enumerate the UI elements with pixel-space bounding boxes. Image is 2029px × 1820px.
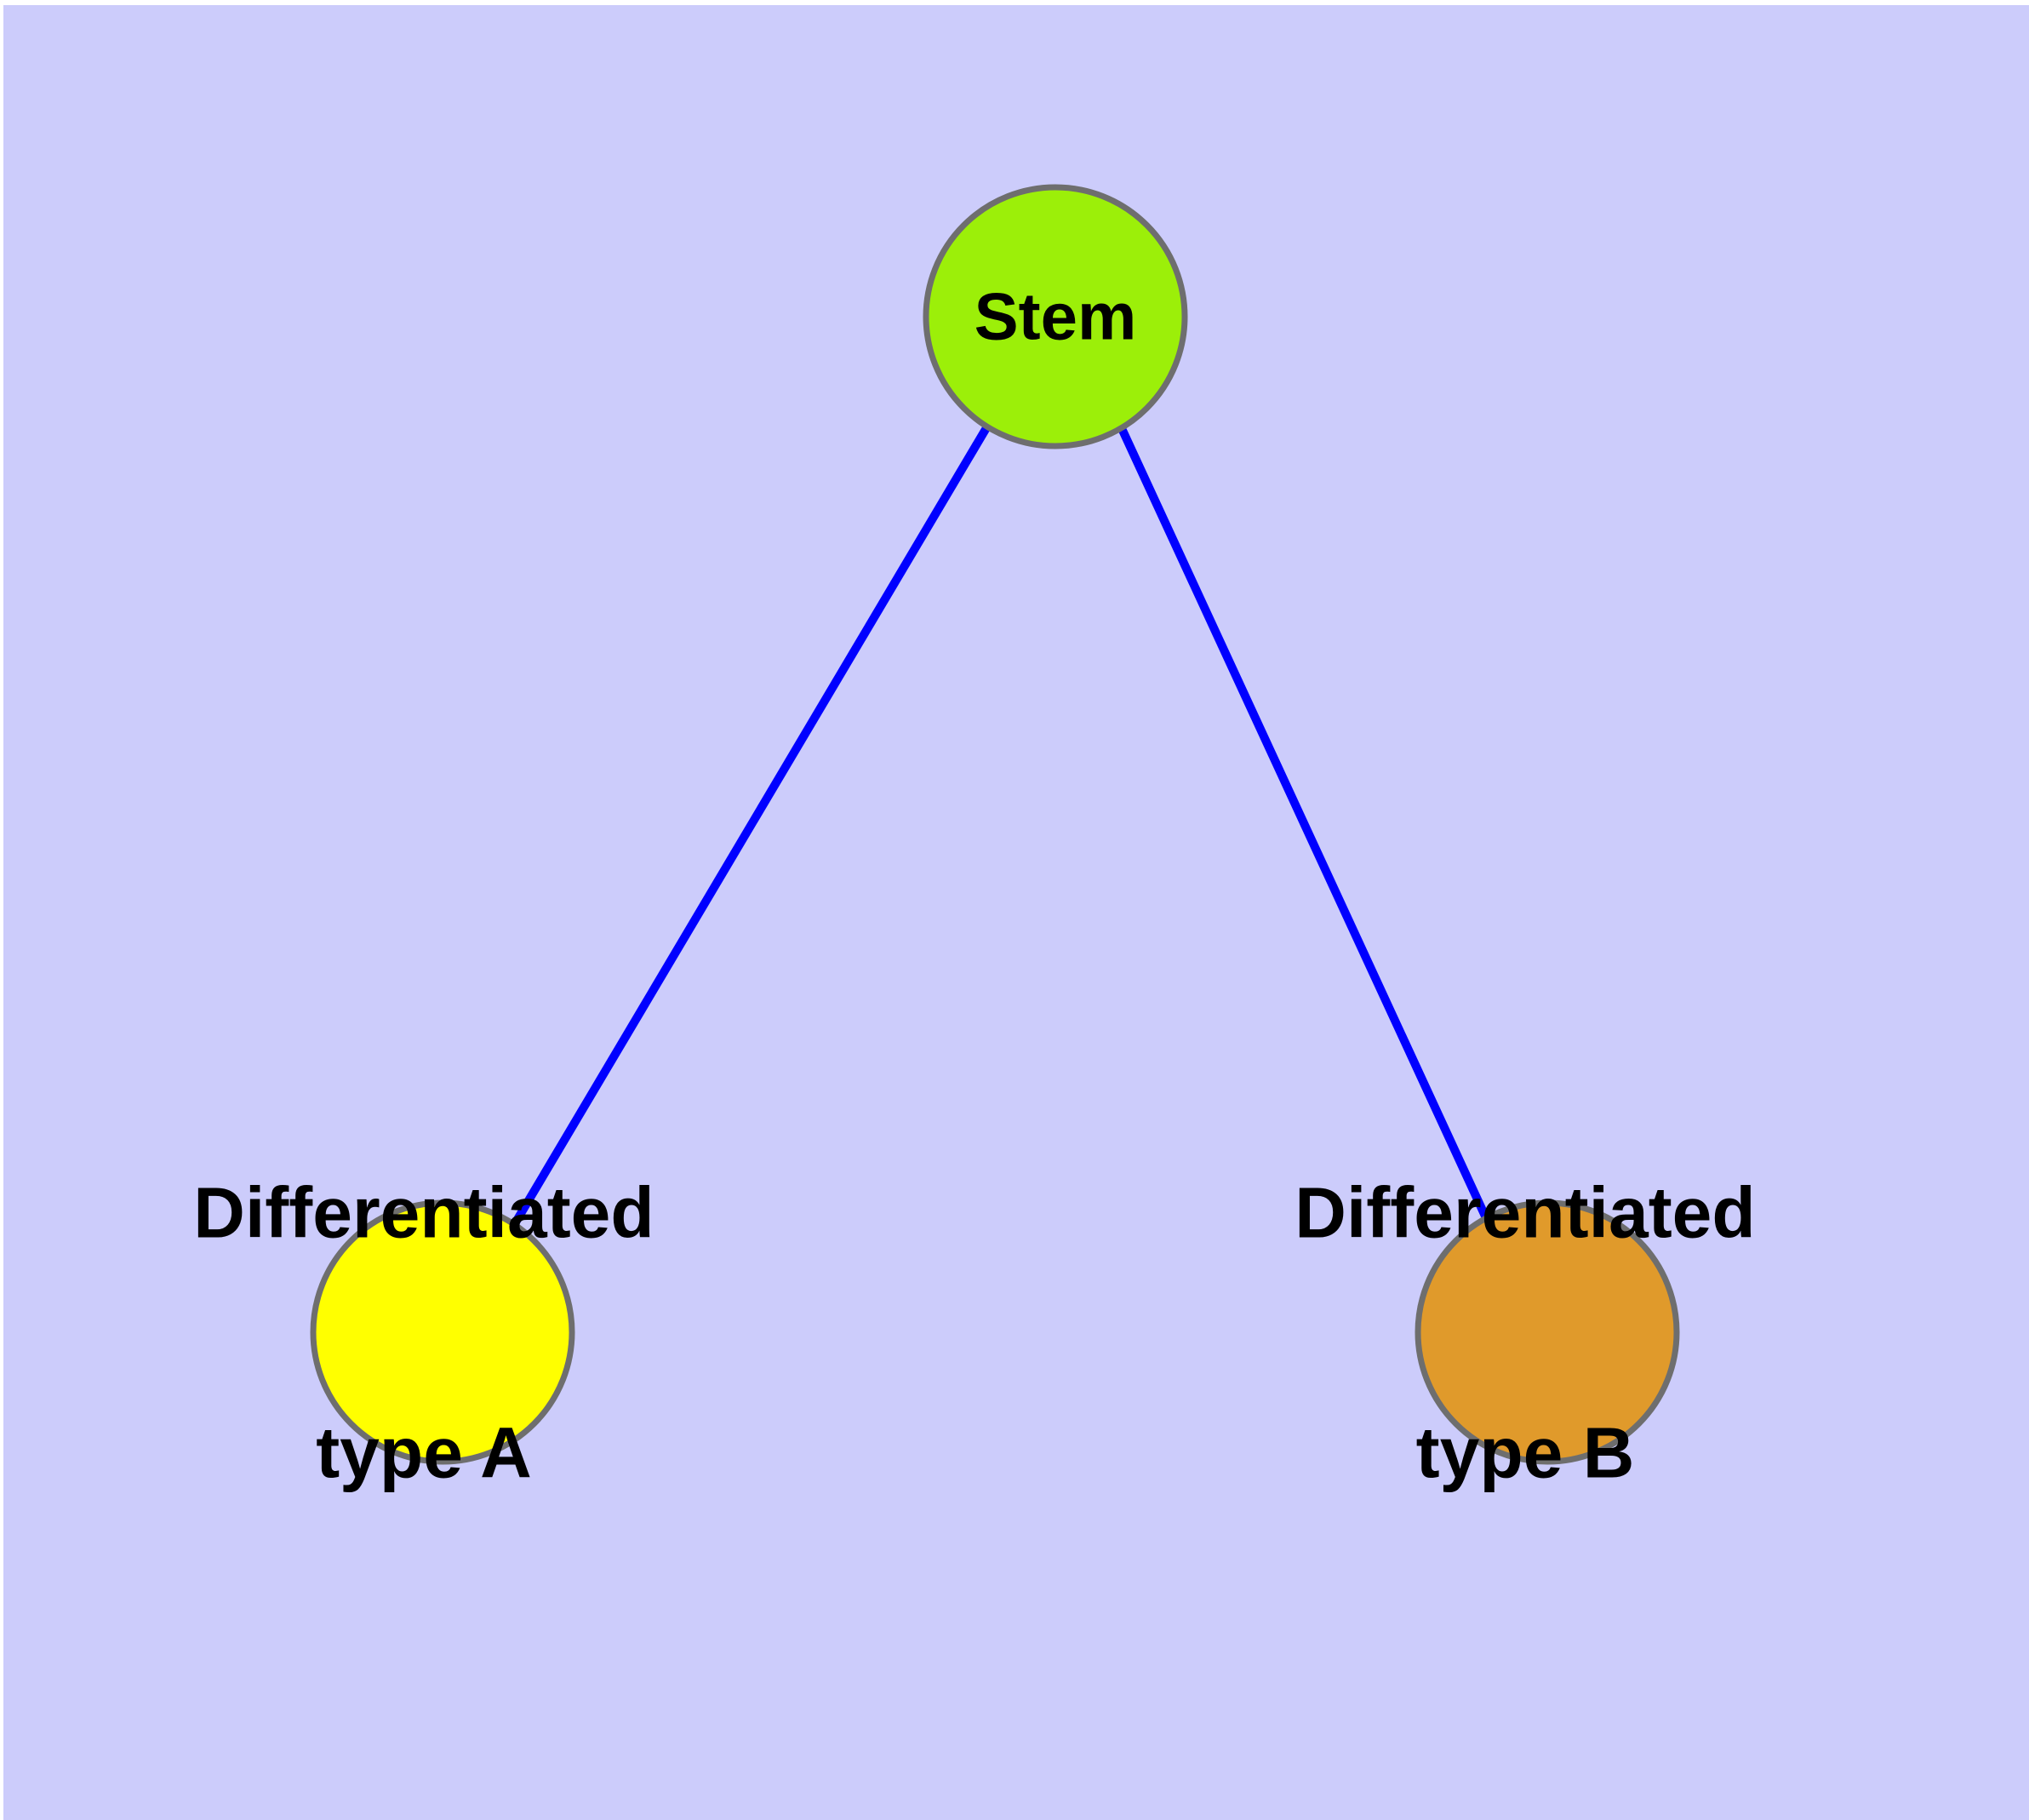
edge-stem-to-differentiated-type-b[interactable]: [1116, 422, 1492, 1224]
node-stem[interactable]: [923, 184, 1188, 449]
edge-layer: [510, 422, 1492, 1228]
node-differentiated-type-b[interactable]: [1415, 1199, 1680, 1465]
edge-stem-to-differentiated-type-a[interactable]: [510, 424, 992, 1228]
node-differentiated-type-a[interactable]: [310, 1199, 575, 1465]
node-layer: [310, 184, 1680, 1465]
